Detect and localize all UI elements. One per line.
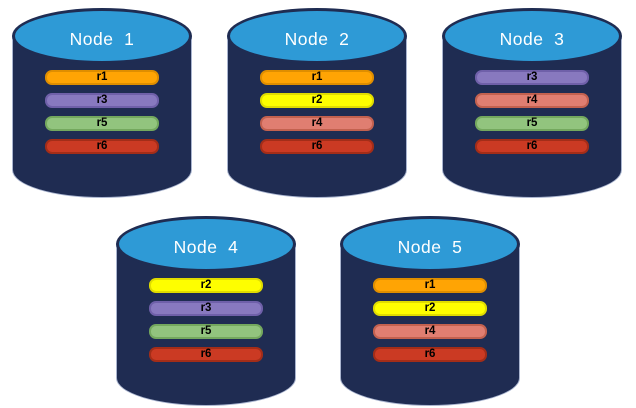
replica-list: r1 r3 r5 r6 [45,70,159,154]
replica-bar-r6: r6 [45,139,159,154]
replica-bar-r2: r2 [260,93,374,108]
replica-bar-r1: r1 [260,70,374,85]
replica-list: r2 r3 r5 r6 [149,278,263,362]
node-label: Node 5 [397,237,463,257]
replica-bar-r2: r2 [149,278,263,293]
replica-bar-r1: r1 [45,70,159,85]
db-node-3: Node 3 r3 r4 r5 r6 [442,8,622,198]
db-node-1: Node 1 r1 r3 r5 r6 [12,8,192,198]
node-label: Node 2 [284,29,350,49]
replica-bar-r2: r2 [373,301,487,316]
replica-bar-r3: r3 [45,93,159,108]
node-label: Node 4 [173,237,239,257]
replica-bar-r5: r5 [149,324,263,339]
replica-bar-r5: r5 [45,116,159,131]
replica-bar-r6: r6 [373,347,487,362]
cylinder-top: Node 5 [340,216,520,272]
replica-bar-r6: r6 [475,139,589,154]
replica-bar-r1: r1 [373,278,487,293]
replica-bar-r4: r4 [475,93,589,108]
replica-list: r1 r2 r4 r6 [373,278,487,362]
replica-list: r1 r2 r4 r6 [260,70,374,154]
node-label: Node 3 [499,29,565,49]
replica-bar-r4: r4 [373,324,487,339]
node-row-bottom: Node 4 r2 r3 r5 r6 Node 5 r1 r2 r4 r6 [0,216,636,406]
db-node-5: Node 5 r1 r2 r4 r6 [340,216,520,406]
replica-list: r3 r4 r5 r6 [475,70,589,154]
cylinder-top: Node 4 [116,216,296,272]
node-label: Node 1 [69,29,135,49]
cylinder-top: Node 3 [442,8,622,64]
replica-bar-r4: r4 [260,116,374,131]
db-node-2: Node 2 r1 r2 r4 r6 [227,8,407,198]
replica-bar-r5: r5 [475,116,589,131]
cylinder-top: Node 1 [12,8,192,64]
replica-bar-r6: r6 [260,139,374,154]
cylinder-top: Node 2 [227,8,407,64]
replica-bar-r3: r3 [475,70,589,85]
replica-bar-r3: r3 [149,301,263,316]
replica-bar-r6: r6 [149,347,263,362]
db-node-4: Node 4 r2 r3 r5 r6 [116,216,296,406]
node-row-top: Node 1 r1 r3 r5 r6 Node 2 r1 r2 r4 r6 Node 3 r… [0,0,636,198]
